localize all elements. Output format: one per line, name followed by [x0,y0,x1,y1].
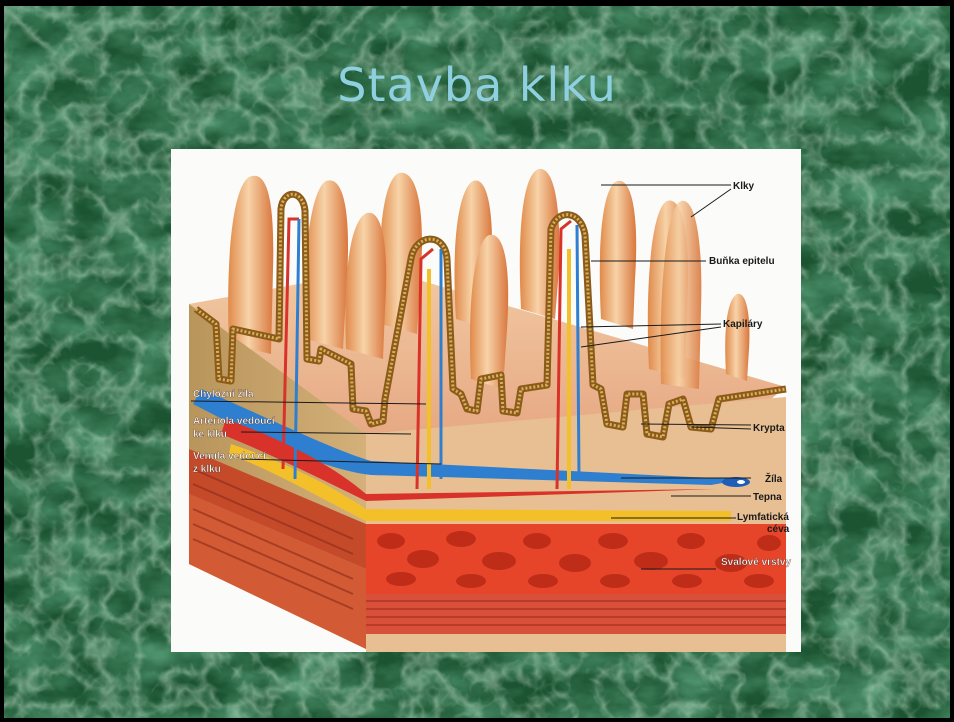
label-krypta: Krypta [753,423,785,434]
label-klky: Klky [733,181,755,192]
label-kapilary: Kapiláry [723,319,763,330]
label-zila: Žíla [765,472,783,485]
label-venula-2: z klku [193,464,221,475]
label-venula-1: Venula vedoucí [193,451,267,462]
label-lymfaticka-1: Lymfatická [737,512,789,523]
label-chylozni-zila: Chylózní žíla [193,389,254,400]
label-bunka-epitelu: Buňka epitelu [709,256,775,267]
label-svalove-vrstvy: Svalové vrstvy [721,557,791,568]
muscle-front [366,524,786,652]
label-arteriola-2: ke klku [193,429,227,440]
label-arteriola-1: Arteriola vedoucí [193,416,276,427]
slide: Stavba klku [4,6,950,718]
label-tepna: Tepna [753,492,782,503]
label-lymfaticka-2: céva [767,524,790,535]
slide-title: Stavba klku [4,58,950,112]
villus-diagram: Klky Buňka epitelu Kapiláry Krypta Žíla … [171,149,801,652]
